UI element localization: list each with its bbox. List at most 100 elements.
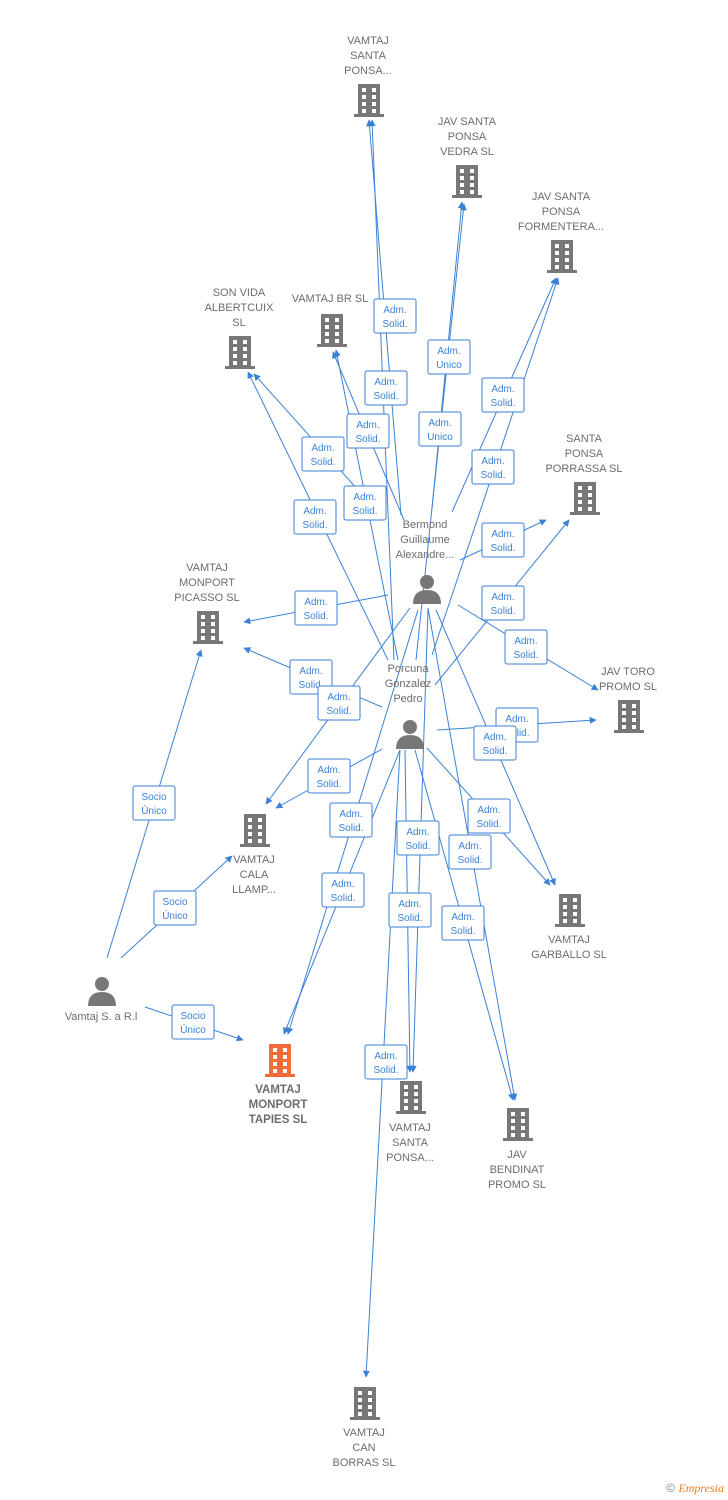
edge-label-box[interactable]: Adm.Solid. [396, 820, 440, 856]
edge-label-box[interactable]: Adm.Solid. [388, 892, 432, 928]
node-label-line: MONPORT [249, 1099, 308, 1111]
node-santa_ponsa_bottom[interactable]: VAMTAJSANTAPONSA... [386, 1081, 434, 1164]
edge-label-box[interactable]: Adm.Solid. [504, 629, 548, 665]
building-icon[interactable] [193, 611, 223, 644]
edge-label-box[interactable]: Adm.Solid. [481, 585, 525, 621]
node-vamtaj_sari[interactable]: Vamtaj S. a R.l [65, 977, 138, 1023]
edge-label-box[interactable]: Adm.Solid. [481, 377, 525, 413]
node-label-line: PONSA... [386, 1152, 434, 1164]
edge-label-box[interactable]: Adm.Solid. [441, 905, 485, 941]
edge-label-text: Socio [180, 1011, 205, 1022]
building-icon[interactable] [265, 1044, 295, 1077]
edge-label-box[interactable]: Adm.Solid. [307, 758, 351, 794]
building-icon[interactable] [317, 314, 347, 347]
edge-label-text: Solid. [450, 926, 475, 937]
edge-label-box[interactable]: Adm.Solid. [317, 685, 361, 721]
edge-label-frame [481, 585, 525, 621]
node-label-line: PONSA [565, 448, 604, 460]
edge-label-frame [321, 872, 365, 908]
edge-label-box[interactable]: Adm.Solid. [471, 449, 515, 485]
edge-label-text: Adm. [311, 443, 334, 454]
node-jav_formentera[interactable]: JAV SANTAPONSAFORMENTERA... [518, 191, 604, 273]
edge-label-text: Solid. [310, 457, 335, 468]
edge-label-box[interactable]: Adm. Solid. [301, 436, 345, 472]
node-label-line: PORRASSA SL [545, 463, 622, 475]
edge-label-box[interactable]: Adm.Solid. [373, 298, 417, 334]
edge-label-box[interactable]: Adm.Solid. [481, 522, 525, 558]
edge-label-box[interactable]: Adm.Solid. [448, 834, 492, 870]
person-icon[interactable] [88, 977, 116, 1006]
node-cala_llamp[interactable]: VAMTAJCALALLAMP... [232, 814, 276, 896]
edge-label-box[interactable]: Adm.Unico [427, 339, 471, 375]
edge-label-frame [301, 436, 345, 472]
edge-label-frame [373, 298, 417, 334]
edge-label-box[interactable]: Adm.Solid. [467, 798, 511, 834]
building-icon[interactable] [350, 1387, 380, 1420]
edge-label-text: Adm. [331, 879, 354, 890]
node-label-line: VEDRA SL [440, 146, 494, 158]
edge-label-box[interactable]: Adm.Solid. [293, 499, 337, 535]
building-icon[interactable] [503, 1108, 533, 1141]
node-label-line: PICASSO SL [174, 592, 239, 604]
edge-label-text: Adm. [491, 592, 514, 603]
edge-label-text: Adm. [428, 418, 451, 429]
edge-label-text: Solid. [513, 650, 538, 661]
building-icon[interactable] [225, 336, 255, 369]
edge-label-text: Unico [427, 432, 453, 443]
edge-label-box[interactable]: Adm. Unico [418, 411, 462, 447]
node-santa_ponsa_top[interactable]: VAMTAJSANTAPONSA... [344, 35, 392, 117]
edge-label-frame [467, 798, 511, 834]
node-label-line: PONSA... [344, 65, 392, 77]
edge-label-frame [364, 370, 408, 406]
edge-label-frame [471, 449, 515, 485]
edge-label-text: Solid. [482, 746, 507, 757]
node-vamtaj_br[interactable]: VAMTAJ BR SL [292, 293, 369, 347]
edge-label-box[interactable]: Adm.Solid. [346, 413, 390, 449]
building-icon[interactable] [570, 482, 600, 515]
edge-label-text: Solid. [302, 520, 327, 531]
edge-label-text: Solid. [330, 893, 355, 904]
edge-label-text: Solid. [490, 543, 515, 554]
edge-label-box[interactable]: Adm.Solid. [343, 485, 387, 521]
node-label-line: VAMTAJ [347, 35, 389, 47]
edge-label-frame [396, 820, 440, 856]
building-icon[interactable] [240, 814, 270, 847]
node-label-line: BORRAS SL [333, 1457, 396, 1469]
node-label-line: TAPIES SL [249, 1114, 308, 1126]
building-icon[interactable] [354, 84, 384, 117]
node-label-line: Alexandre... [396, 549, 455, 561]
building-icon[interactable] [555, 894, 585, 927]
building-icon[interactable] [614, 700, 644, 733]
building-icon[interactable] [452, 165, 482, 198]
edge-label-box[interactable]: Adm.Solid. [364, 1044, 408, 1080]
person-icon[interactable] [396, 720, 424, 749]
building-icon[interactable] [547, 240, 577, 273]
edge-label-text: Adm. [339, 809, 362, 820]
edge-label-box[interactable]: Adm.Solid. [473, 725, 517, 761]
node-label-line: PONSA [542, 206, 581, 218]
edge-label-text: Solid. [504, 728, 529, 739]
node-label-line: VAMTAJ [389, 1122, 431, 1134]
person-icon[interactable] [413, 575, 441, 604]
edge-label-box[interactable]: Adm.Solid. [329, 802, 373, 838]
node-bermond[interactable]: BermondGuillaumeAlexandre... [396, 519, 455, 604]
edge-label-box[interactable]: Adm.Solid. [294, 590, 338, 626]
building-icon[interactable] [396, 1081, 426, 1114]
edge-label-text: Adm. [327, 692, 350, 703]
edge-label-text: Adm. [304, 597, 327, 608]
edge-label-box[interactable]: Adm.Solid. [364, 370, 408, 406]
edge-label-box[interactable]: Adm. Solid. [321, 872, 365, 908]
